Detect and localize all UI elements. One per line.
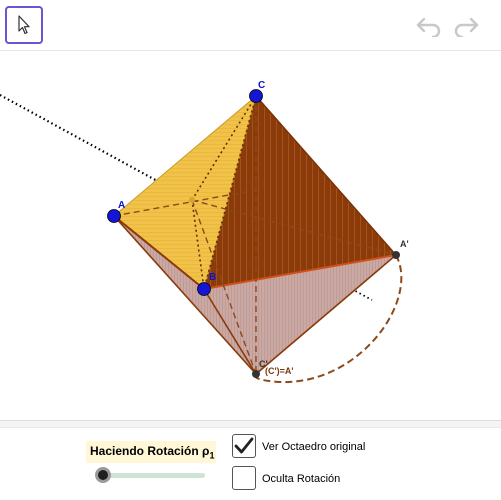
checkbox-oculta-rotacion-label: Oculta Rotación [262,473,341,485]
vertex-B[interactable] [197,282,211,296]
edge-AB [113,215,205,290]
rotation-slider-track[interactable] [101,473,205,478]
redo-icon [454,17,479,37]
vertex-C-prime[interactable] [252,370,260,378]
edge-A-Cprime [113,215,257,375]
hidden-edge-3 [191,199,257,375]
center-point [189,197,195,203]
label-C-prime: C' [259,359,268,369]
undo-button[interactable] [414,14,444,38]
arrow-cursor-icon [18,15,30,35]
vertex-A-prime[interactable] [392,251,400,259]
label-Cprime-eq-Aprime: (C')=A' [265,366,294,376]
vertex-C[interactable] [249,89,263,103]
octahedron-construction: C A B A' C' (C')=A' [0,80,409,384]
vertex-A[interactable] [107,209,121,223]
checkbox-ver-octaedro-original[interactable] [232,434,256,458]
edge-Aprime-Cprime [255,254,397,375]
toolbar [0,0,501,51]
undo-icon [416,17,441,37]
move-tool-button[interactable] [5,6,43,44]
hidden-edge-5 [191,95,257,201]
hidden-edge-7 [203,95,257,290]
label-A: A [118,200,125,211]
checkbox-oculta-rotacion[interactable] [232,466,256,490]
rotation-arc [254,254,403,384]
panel-divider [0,420,501,428]
redo-button[interactable] [451,14,481,38]
hidden-edge-4 [191,199,397,256]
dotted-axis-line [0,94,193,201]
label-C: C [258,80,265,91]
label-B: B [209,272,216,283]
edge-C-Aprime [255,95,397,256]
slider-label-box: Haciendo Rotación ρ1 [86,441,216,463]
slider-label-text: Haciendo Rotación ρ [90,443,210,458]
slider-label: Haciendo Rotación ρ1 [86,444,214,460]
edge-BA-prime [203,254,397,290]
checkbox-ver-octaedro-label: Ver Octaedro original [262,441,366,453]
rotation-slider-thumb[interactable] [95,467,111,483]
checkmark-icon [234,437,254,454]
slider-label-subscript: 1 [209,450,215,461]
graphics-view[interactable]: C A B A' C' (C')=A' [0,51,501,419]
hidden-edge-1 [113,189,257,217]
edge-B-Cprime [203,288,257,375]
label-A-prime: A' [400,239,409,249]
